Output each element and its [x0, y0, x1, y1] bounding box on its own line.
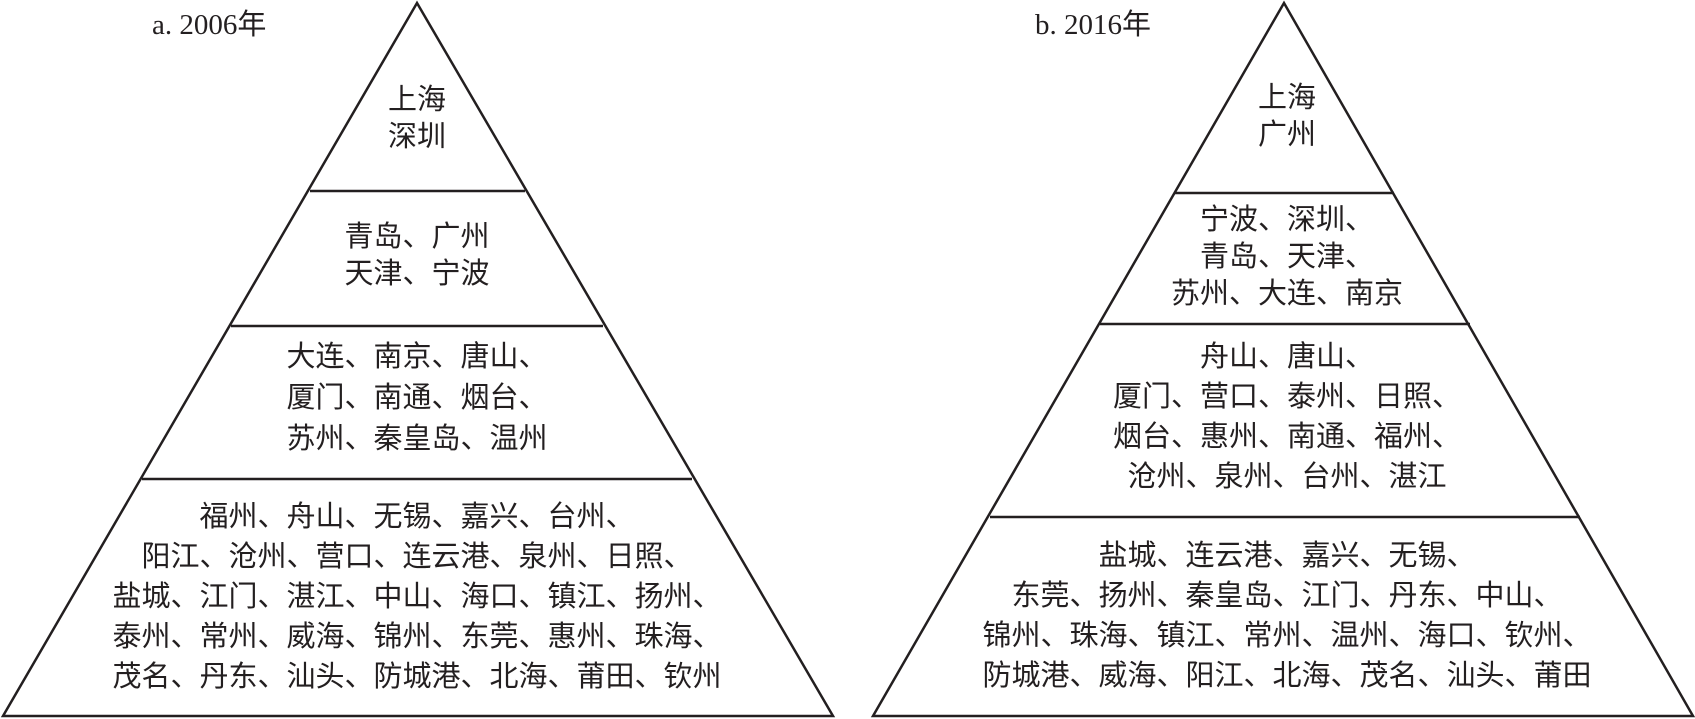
- tier-line: 天津、宁波: [344, 258, 490, 290]
- tier-line: 防城港、威海、阳江、北海、茂名、汕头、莆田: [982, 660, 1592, 692]
- tier-line: 大连、南京、唐山、: [286, 341, 548, 373]
- tier-line: 厦门、南通、烟台、: [286, 382, 548, 414]
- tier-line: 上海: [1257, 82, 1317, 114]
- tier-line: 沧州、泉州、台州、湛江: [1127, 461, 1447, 493]
- tier-line: 阳江、沧州、营口、连云港、泉州、日照、: [141, 541, 693, 573]
- tier-line: 茂名、丹东、汕头、防城港、北海、莆田、钦州: [112, 661, 722, 693]
- tier-line: 盐城、江门、湛江、中山、海口、镇江、扬州、: [112, 581, 722, 613]
- tier-line: 宁波、深圳、: [1199, 204, 1375, 236]
- tier-line: 苏州、秦皇岛、温州: [286, 423, 548, 455]
- tier-line: 东莞、扬州、秦皇岛、江门、丹东、中山、: [1011, 580, 1563, 612]
- pyramid-b-outline: [870, 0, 1695, 718]
- pyramid-a-title: a. 2006年: [152, 9, 267, 41]
- pyramid-a-outline: [0, 0, 836, 718]
- tier-line: 盐城、连云港、嘉兴、无锡、: [1098, 540, 1476, 572]
- tier-line: 烟台、惠州、南通、福州、: [1112, 421, 1462, 453]
- tier-line: 广州: [1257, 119, 1317, 151]
- tier-line: 苏州、大连、南京: [1170, 278, 1404, 310]
- pyramid-a-tier-4: 福州、舟山、无锡、嘉兴、台州、 阳江、沧州、营口、连云港、泉州、日照、 盐城、江…: [112, 497, 721, 697]
- pyramid-b-tier-4: 盐城、连云港、嘉兴、无锡、 东莞、扬州、秦皇岛、江门、丹东、中山、 锦州、珠海、…: [982, 536, 1591, 696]
- tier-line: 舟山、唐山、: [1199, 341, 1375, 373]
- pyramid-a-tier-1: 上海 深圳: [388, 82, 446, 156]
- tier-line: 福州、舟山、无锡、嘉兴、台州、: [199, 501, 635, 533]
- pyramid-a-tier-3: 大连、南京、唐山、 厦门、南通、烟台、 苏州、秦皇岛、温州: [286, 337, 547, 460]
- tier-line: 深圳: [387, 121, 447, 153]
- tier-line: 青岛、天津、: [1199, 241, 1375, 273]
- tier-line: 青岛、广州: [344, 221, 490, 253]
- pyramid-b-tier-3: 舟山、唐山、 厦门、营口、泰州、日照、 烟台、惠州、南通、福州、 沧州、泉州、台…: [1113, 337, 1461, 497]
- pyramid-a-tier-2: 青岛、广州 天津、宁波: [344, 219, 489, 293]
- tier-line: 泰州、常州、威海、锦州、东莞、惠州、珠海、: [112, 621, 722, 653]
- tier-line: 上海: [387, 84, 447, 116]
- pyramid-b-tier-1: 上海 广州: [1258, 80, 1316, 154]
- tier-line: 锦州、珠海、镇江、常州、温州、海口、钦州、: [982, 620, 1592, 652]
- pyramid-b-title: b. 2016年: [1035, 9, 1152, 41]
- pyramid-b-tier-2: 宁波、深圳、 青岛、天津、 苏州、大连、南京: [1171, 202, 1403, 313]
- tier-line: 厦门、营口、泰州、日照、: [1112, 381, 1462, 413]
